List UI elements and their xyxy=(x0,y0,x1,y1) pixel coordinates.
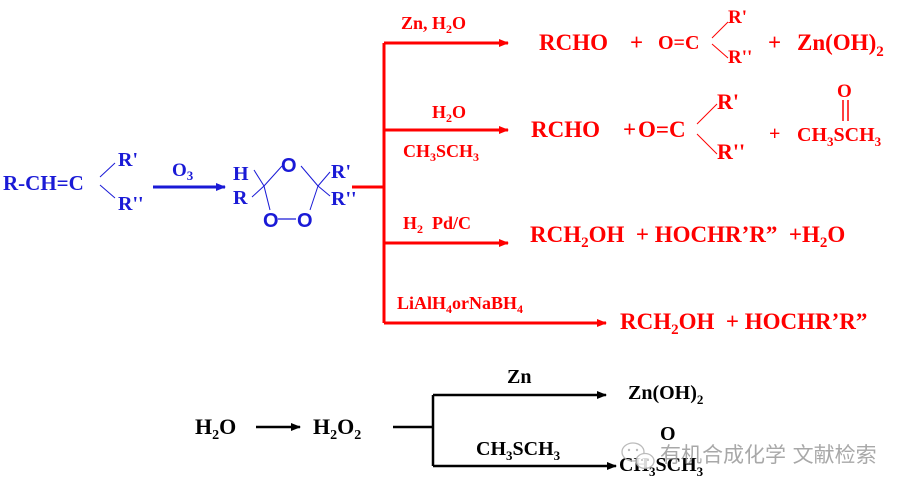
reagent-o3: O3 xyxy=(172,160,194,183)
reactant-sub2: R'' xyxy=(118,193,144,215)
branch-1-ketone-r2: R'' xyxy=(728,47,752,68)
branch-1-rcho: RCHO xyxy=(539,30,608,55)
bond-line xyxy=(300,165,319,187)
bond-line xyxy=(711,21,729,39)
reactant-main: R-CH=C xyxy=(3,171,84,195)
bond-line xyxy=(696,133,718,155)
branch-4-products: RCH2OH + HOCHR’R” xyxy=(620,309,867,338)
reactant-sub1: R' xyxy=(118,149,138,171)
ozonide: H R O O O R' R'' xyxy=(233,155,357,232)
wechat-icon xyxy=(621,442,655,470)
bond-line xyxy=(711,43,729,59)
branch-1-reagent: Zn, H2O xyxy=(401,13,466,36)
branch-2-plus2: + xyxy=(769,123,780,145)
ozonide-r: R xyxy=(233,187,248,209)
branch-4-reagent: LiAlH4orNaBH4 xyxy=(397,293,523,316)
branch-2-ketone-r1: R' xyxy=(717,89,739,114)
branch-1-ketone: O=C xyxy=(658,32,699,54)
side-lower-reagent: CH3SCH3 xyxy=(476,438,561,463)
bond-line xyxy=(317,171,331,187)
branch-2-reagent-bottom: CH3SCH3 xyxy=(403,141,479,164)
bond-line xyxy=(99,162,116,178)
branch-2-ketone-r2: R'' xyxy=(717,139,745,164)
branch-2-reagent-top: H2O xyxy=(432,102,466,125)
branch-connector xyxy=(352,39,607,327)
branch-3-reagent: H2 Pd/C xyxy=(403,213,471,236)
branch-2-plus1: + xyxy=(623,117,636,142)
side-upper-product: Zn(OH)2 xyxy=(628,382,703,407)
ozonide-o-top: O xyxy=(281,155,297,177)
bond-line xyxy=(263,165,283,187)
bond-line xyxy=(309,185,319,211)
ozonolysis-arrow: O3 xyxy=(153,160,226,191)
branch-1-ketone-r1: R' xyxy=(728,7,747,28)
branch-2-sulfoxide-o: O xyxy=(837,81,852,102)
bond-line xyxy=(696,103,718,125)
side-water: H2O xyxy=(195,414,236,443)
bond-line xyxy=(253,169,265,187)
ozonide-h: H xyxy=(233,163,249,185)
bond-line xyxy=(263,185,271,211)
branch-1-plus2: + xyxy=(768,30,781,55)
ozonide-o-left: O xyxy=(263,210,279,232)
reactant-alkene: R-CH=C R' R'' xyxy=(3,149,144,215)
ozonide-o-right: O xyxy=(297,210,313,232)
branch-1-plus1: + xyxy=(630,30,643,55)
branch-2-byproduct: CH3SCH3 xyxy=(797,124,882,149)
branch-2-ketone: O=C xyxy=(638,117,686,142)
branch-1-byproduct: Zn(OH)2 xyxy=(797,30,884,60)
watermark-text: 有机合成化学 文献检索 xyxy=(660,443,877,467)
branch-3-products: RCH2OH + HOCHR’R” +H2O xyxy=(530,222,845,251)
side-scheme: H2O H2O2 Zn Zn(OH)2 CH3SCH3 O CH3SCH3 xyxy=(195,366,704,479)
branch-1: Zn, H2O RCHO + O=C R' R'' + Zn(OH)2 xyxy=(401,7,884,68)
branch-4: LiAlH4orNaBH4 RCH2OH + HOCHR’R” xyxy=(397,293,867,338)
bond-line xyxy=(317,185,331,197)
side-peroxide: H2O2 xyxy=(313,414,361,443)
ozonide-r2: R'' xyxy=(331,188,357,210)
branch-3: H2 Pd/C RCH2OH + HOCHR’R” +H2O xyxy=(403,213,845,251)
bond-line xyxy=(251,185,265,198)
side-lower-product-o: O xyxy=(660,423,676,445)
branch-2-rcho: RCHO xyxy=(531,117,600,142)
watermark: 有机合成化学 文献检索 xyxy=(621,442,877,470)
ozonide-r1: R' xyxy=(331,161,351,183)
bond-line xyxy=(99,184,116,199)
branch-2: H2O CH3SCH3 RCHO + O=C R' R'' + O CH3SCH… xyxy=(403,81,882,164)
side-upper-reagent: Zn xyxy=(507,366,531,388)
